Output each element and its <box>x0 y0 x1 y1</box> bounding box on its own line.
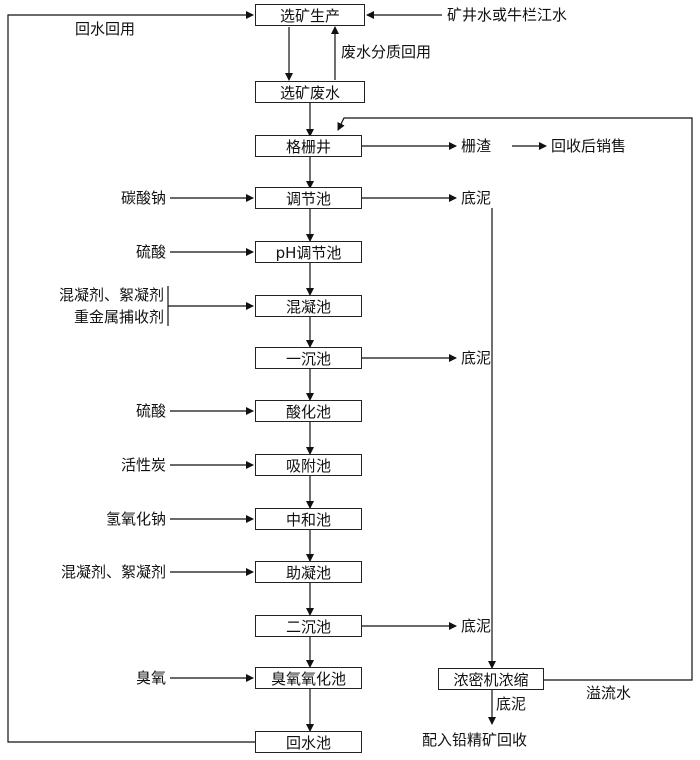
box-xifu[interactable]: 吸附池 <box>255 454 362 476</box>
label-sludge3: 底泥 <box>461 617 492 635</box>
label-split-reuse: 废水分质回用 <box>341 43 432 61</box>
label-coag-line1: 混凝剂、絮凝剂 <box>58 286 164 304</box>
label-naoh: 氢氧化钠 <box>105 510 166 528</box>
label-soda: 碳酸钠 <box>120 189 166 207</box>
box-xuankuang[interactable]: 选矿生产 <box>255 4 365 26</box>
box-feishui[interactable]: 选矿废水 <box>255 81 365 103</box>
box-huishui[interactable]: 回水池 <box>255 731 362 753</box>
box-chouyang[interactable]: 臭氧氧化池 <box>255 667 362 689</box>
line-return-reuse <box>7 11 255 743</box>
label-acid1: 硫酸 <box>135 243 166 261</box>
label-sludge4: 底泥 <box>496 695 527 713</box>
box-nongmi[interactable]: 浓密机浓缩 <box>438 668 544 690</box>
label-return-reuse: 回水回用 <box>75 20 136 38</box>
box-hunning[interactable]: 混凝池 <box>255 295 362 317</box>
label-mine-water: 矿井水或牛栏江水 <box>447 6 568 24</box>
box-ph[interactable]: pH调节池 <box>255 241 362 263</box>
label-overflow: 溢流水 <box>586 684 632 702</box>
label-coag-line2: 重金属捕收剂 <box>73 308 164 326</box>
box-suanhua[interactable]: 酸化池 <box>255 400 362 422</box>
box-geshan[interactable]: 格栅井 <box>255 135 362 157</box>
label-ozone: 臭氧 <box>135 669 166 687</box>
label-lead: 配入铅精矿回收 <box>422 731 528 749</box>
box-yichen[interactable]: 一沉池 <box>255 347 362 369</box>
box-erchen[interactable]: 二沉池 <box>255 615 362 637</box>
label-sludge2: 底泥 <box>461 349 492 367</box>
label-screenings: 栅渣 <box>461 137 492 155</box>
box-zhuning[interactable]: 助凝池 <box>255 561 362 583</box>
label-sludge1: 底泥 <box>461 189 492 207</box>
label-coag-group: 混凝剂、絮凝剂 重金属捕收剂 <box>59 284 164 328</box>
label-carbon: 活性炭 <box>120 456 166 474</box>
label-acid2: 硫酸 <box>135 402 166 420</box>
label-sale: 回收后销售 <box>551 137 627 155</box>
line-overflow-return <box>337 117 693 681</box>
box-tiaojie[interactable]: 调节池 <box>255 187 362 209</box>
box-zhonghe[interactable]: 中和池 <box>255 508 362 530</box>
label-coag2: 混凝剂、絮凝剂 <box>60 563 166 581</box>
